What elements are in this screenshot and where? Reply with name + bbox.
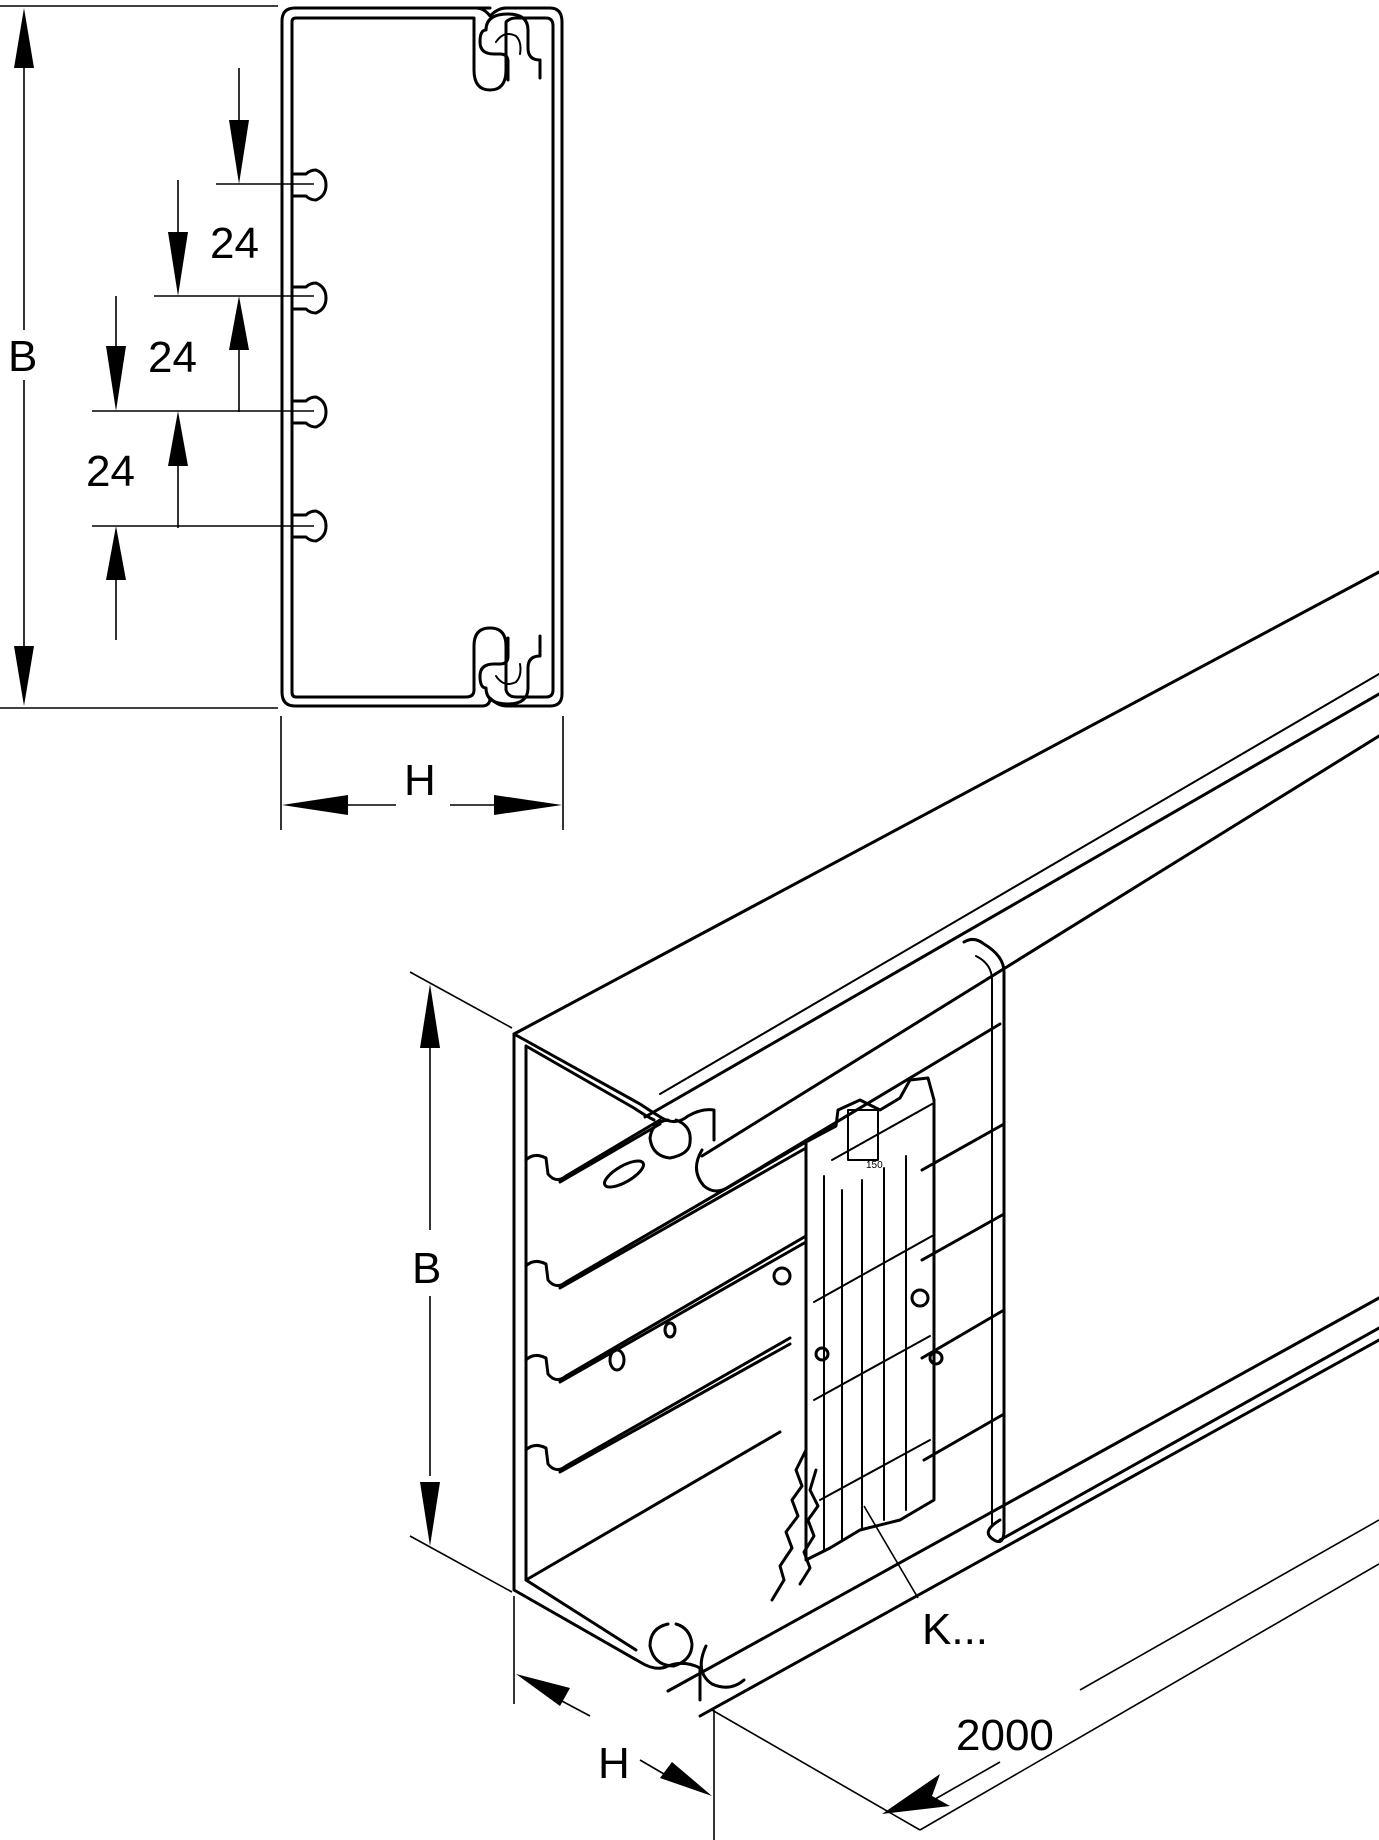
clip-screw bbox=[928, 1350, 944, 1366]
pitch-dimensions: 24 24 24 bbox=[86, 68, 314, 640]
bottom-lip-curl bbox=[699, 1644, 746, 1689]
clip-ref-label: K... bbox=[922, 1605, 988, 1654]
section-b-dimension: B bbox=[0, 5, 278, 709]
clip-rib bbox=[813, 1235, 933, 1303]
top-back-edge bbox=[512, 570, 1379, 1036]
bottom-rail-edge bbox=[698, 1338, 1379, 1718]
right-inner-rail bbox=[922, 1412, 1006, 1462]
clip-leader bbox=[863, 1505, 919, 1599]
h-iso-label: H bbox=[598, 1739, 630, 1788]
inner-rail bbox=[558, 1342, 792, 1474]
cross-section-view: B 24 24 24 bbox=[0, 5, 564, 830]
pitch-label-3: 24 bbox=[86, 447, 135, 496]
lid-joint bbox=[962, 937, 1006, 1544]
section-inner-profile bbox=[290, 16, 555, 699]
top-hook-detail bbox=[478, 12, 542, 82]
inner-rail bbox=[524, 1118, 662, 1181]
pitch-label-1: 24 bbox=[210, 219, 259, 268]
h-section-label: H bbox=[404, 756, 436, 805]
clip-marking: 150 bbox=[866, 1160, 883, 1171]
clip-component: 150 bbox=[770, 1076, 944, 1602]
top-hook-inner bbox=[495, 33, 522, 55]
front-end-outer bbox=[512, 1032, 716, 1702]
inner-rail bbox=[558, 1240, 808, 1384]
iso-h-dimension: H bbox=[513, 1596, 715, 1840]
isometric-view: 150 K... B bbox=[409, 570, 1379, 1840]
lid-joint-inner bbox=[975, 955, 993, 1527]
top-rail-edge-3 bbox=[659, 673, 1379, 1095]
top-rail-edge-2 bbox=[700, 734, 1379, 1158]
rib bbox=[290, 168, 328, 202]
clip-screw bbox=[772, 1266, 792, 1286]
inner-rail bbox=[524, 1234, 808, 1381]
right-inner-rail bbox=[920, 1212, 1006, 1262]
inner-floor-edge bbox=[524, 1430, 782, 1582]
b-iso-label: B bbox=[412, 1244, 441, 1293]
mounting-hole bbox=[663, 1321, 677, 1339]
section-outer-profile bbox=[280, 6, 564, 708]
section-ribs bbox=[281, 168, 328, 543]
iso-b-dimension: B bbox=[409, 971, 513, 1593]
right-inner-rail bbox=[920, 1122, 1006, 1172]
rib bbox=[290, 509, 328, 543]
clip-screw bbox=[910, 1288, 930, 1308]
clip-outline bbox=[804, 1076, 936, 1562]
clip-window bbox=[847, 1109, 879, 1161]
clip-rib bbox=[819, 1439, 931, 1501]
inner-rail bbox=[524, 1336, 792, 1471]
b-section-label: B bbox=[8, 332, 37, 381]
bottom-long-edge bbox=[666, 1296, 1379, 1693]
rib bbox=[290, 281, 328, 315]
cut-edge-back bbox=[798, 1468, 820, 1586]
mounting-hole bbox=[608, 1348, 626, 1372]
rib bbox=[290, 395, 328, 429]
top-lip-curl bbox=[695, 1022, 1002, 1193]
bottom-lip bbox=[648, 1622, 694, 1668]
section-h-dimension: H bbox=[280, 716, 564, 830]
length-label: 2000 bbox=[956, 1711, 1054, 1760]
inner-rail bbox=[558, 1146, 808, 1290]
bottom-hook-inner bbox=[495, 663, 522, 685]
top-rail-edge-1 bbox=[643, 692, 1379, 1119]
length-dimension: 2000 bbox=[711, 1519, 1379, 1831]
oblong-slot bbox=[603, 1159, 645, 1189]
right-inner-rail bbox=[920, 1308, 1006, 1360]
pitch-label-2: 24 bbox=[148, 333, 197, 382]
clip-rib bbox=[813, 1335, 931, 1401]
cut-edge bbox=[770, 1448, 808, 1602]
inner-rail bbox=[524, 1140, 808, 1287]
inner-rail bbox=[558, 1122, 662, 1184]
inner-rails bbox=[524, 1118, 1006, 1582]
bottom-hook-detail bbox=[478, 634, 542, 706]
right-face-bottom-edge bbox=[998, 1326, 1379, 1542]
clip-screw bbox=[814, 1346, 830, 1362]
